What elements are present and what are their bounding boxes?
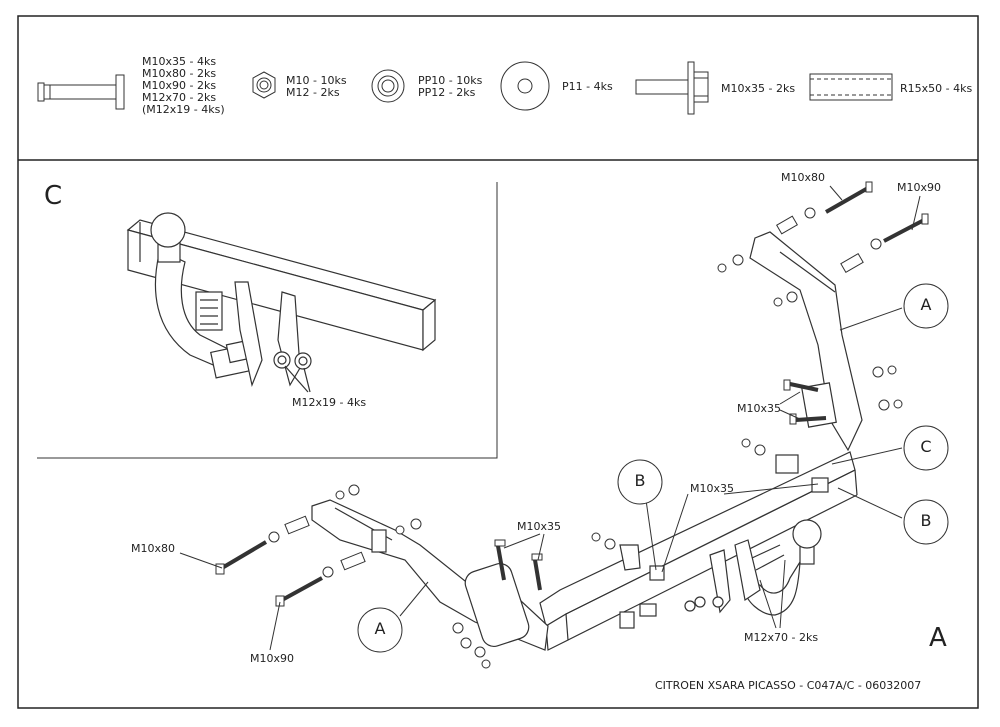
callout-a-right: A — [920, 295, 932, 314]
label-m10x80-top: M10x80 — [781, 171, 825, 184]
detail-bolt-label: M12x19 - 4ks — [292, 396, 367, 409]
drawing-title: CITROEN XSARA PICASSO - C047A/C - 060320… — [655, 679, 922, 692]
bolt-list-item: M10x80 - 2ks — [142, 67, 217, 80]
bolt-list-item: M10x90 - 2ks — [142, 79, 217, 92]
view-letter: A — [929, 623, 947, 653]
washer-icon — [371, 69, 405, 103]
label-m10x90-top: M10x90 — [897, 181, 941, 194]
label-m10x35-mid: M10x35 — [690, 482, 734, 495]
bolt-list-item: M12x70 - 2ks — [142, 91, 217, 104]
plate-washer-label: P11 - 4ks — [562, 80, 613, 93]
washer-list-item: PP10 - 10ks — [418, 74, 483, 87]
detail-letter: C — [44, 181, 63, 211]
callout-circle-b-right — [903, 499, 949, 545]
bolt-list-item: (M12x19 - 4ks) — [142, 103, 225, 116]
main-assembly-drawing — [311, 231, 863, 651]
callout-c-right: C — [920, 437, 932, 456]
bolt-list: M10x35 - 4ks M10x80 - 2ks M10x90 - 2ks M… — [142, 56, 225, 116]
label-m12x70: M12x70 - 2ks — [744, 631, 819, 644]
bolt-list-item: M10x35 - 4ks — [142, 55, 217, 68]
callout-circle-c-right — [903, 425, 949, 471]
label-m10x90-left: M10x90 — [250, 652, 294, 665]
detail-coupling-drawing — [126, 212, 437, 393]
label-m10x80-left: M10x80 — [131, 542, 175, 555]
callout-a-left: A — [374, 619, 386, 638]
nut-list-item: M12 - 2ks — [286, 86, 340, 99]
plate-washer-icon — [500, 61, 550, 111]
label-m10x35-center: M10x35 — [517, 520, 561, 533]
flange-bolt-label: M10x35 - 2ks — [721, 82, 796, 95]
leader-lines — [179, 185, 921, 651]
washer-list: PP10 - 10ks PP12 - 2ks — [418, 75, 482, 99]
callout-circle-a-left — [357, 607, 403, 653]
callout-b-center: B — [634, 471, 646, 490]
nut-list-item: M10 - 10ks — [286, 74, 347, 87]
callout-circle-a-right — [903, 283, 949, 329]
spacer-icon — [809, 73, 893, 101]
callout-circle-b-center — [617, 459, 663, 505]
flange-bolt-icon — [635, 61, 709, 115]
washer-list-item: PP12 - 2ks — [418, 86, 476, 99]
nut-list: M10 - 10ks M12 - 2ks — [286, 75, 347, 99]
callout-b-right: B — [920, 511, 932, 530]
detail-frame — [37, 182, 498, 459]
bolt-icon — [37, 74, 125, 110]
loose-fasteners — [215, 181, 929, 669]
nut-icon — [252, 71, 276, 99]
outer-frame — [17, 15, 979, 709]
label-m10x35-right: M10x35 — [737, 402, 781, 415]
spacer-label: R15x50 - 4ks — [900, 82, 973, 95]
